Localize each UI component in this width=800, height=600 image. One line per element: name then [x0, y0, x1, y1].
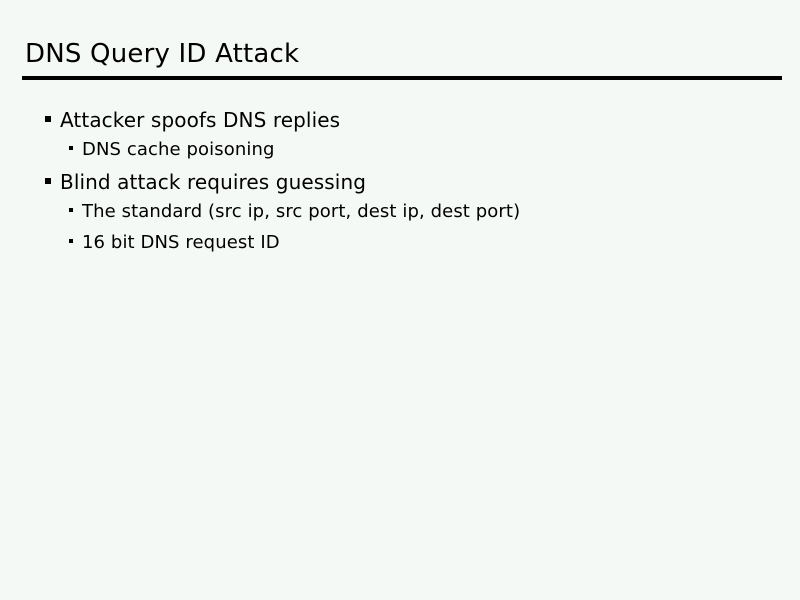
list-item-label: The standard (src ip, src port, dest ip,… [82, 201, 521, 222]
list-item-label: DNS cache poisoning [82, 139, 275, 160]
title-underline-rule [22, 76, 782, 80]
square-bullet-icon [69, 208, 73, 212]
list-item-label: 16 bit DNS request ID [82, 232, 280, 253]
list-item: 16 bit DNS request ID [0, 232, 800, 263]
square-bullet-icon [69, 146, 73, 150]
list-item: DNS cache poisoning [0, 139, 800, 170]
list-item: Attacker spoofs DNS replies [0, 108, 800, 139]
square-bullet-icon [69, 239, 73, 243]
bullet-list: Attacker spoofs DNS replies DNS cache po… [0, 108, 800, 263]
square-bullet-icon [45, 116, 51, 122]
page-title: DNS Query ID Attack [25, 39, 300, 69]
list-item-label: Blind attack requires guessing [60, 170, 367, 194]
list-item-label: Attacker spoofs DNS replies [60, 108, 341, 132]
list-item: The standard (src ip, src port, dest ip,… [0, 201, 800, 232]
square-bullet-icon [45, 178, 51, 184]
list-item: Blind attack requires guessing [0, 170, 800, 201]
